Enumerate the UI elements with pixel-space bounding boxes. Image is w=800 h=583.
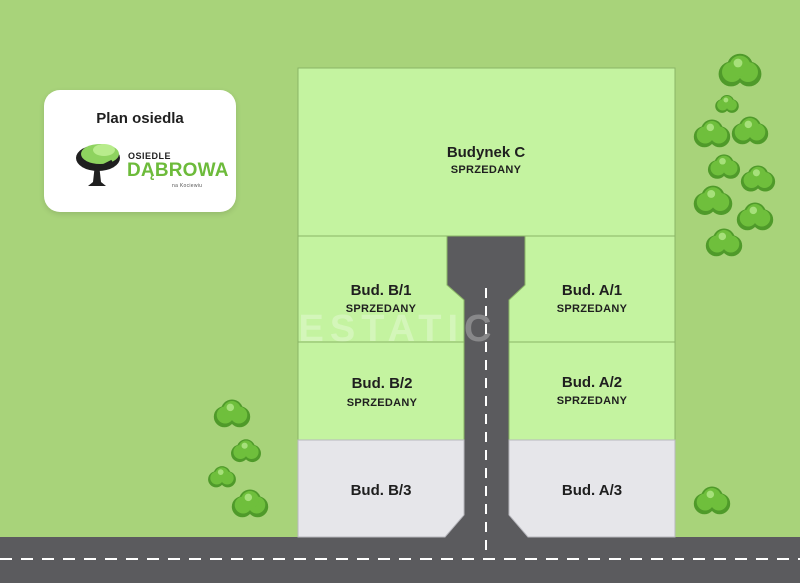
plot-title: Budynek C [447,144,526,161]
plot-status: SPRZEDANY [557,395,628,407]
plot-title: Bud. B/1 [351,282,412,299]
bush-icon [718,53,762,87]
plot-title: Bud. A/2 [562,374,622,391]
plot-shape[interactable] [508,341,676,441]
plot-bud-b2[interactable]: Bud. B/2 SPRZEDANY [297,341,465,441]
plot-bud-a2[interactable]: Bud. A/2 SPRZEDANY [508,341,676,441]
brand-name: DĄBROWA [127,160,229,181]
plot-shape[interactable] [508,439,676,538]
logo-card: Plan osiedla OSIEDLE DĄBROWA na Kociewiu [44,90,236,212]
bush-icon [715,94,739,113]
plot-status: SPRZEDANY [346,303,417,315]
plots: Budynek C SPRZEDANY Bud. B/1 SPRZEDANY B… [297,67,676,538]
bush-icon [231,489,269,518]
brand-small: OSIEDLE [128,151,172,161]
plot-shape[interactable] [297,439,465,538]
bush-icon [231,439,261,463]
plot-bud-a1[interactable]: Bud. A/1 SPRZEDANY [508,235,676,343]
bush-icon [740,165,776,192]
bush-icon [707,154,741,179]
plot-status: SPRZEDANY [347,397,418,409]
plot-bud-b3[interactable]: Bud. B/3 [297,439,465,538]
plot-status: SPRZEDANY [557,303,628,315]
plot-title: Bud. A/3 [562,482,622,499]
plot-budynek-c[interactable]: Budynek C SPRZEDANY [297,67,676,237]
plot-status: SPRZEDANY [451,164,522,176]
bush-icon [731,116,769,145]
bush-icon [693,486,731,515]
brand-sub: na Kociewiu [172,183,203,189]
plot-bud-a3[interactable]: Bud. A/3 [508,439,676,538]
oak-tree-icon [76,144,120,186]
bush-icon [736,202,774,231]
bush-icon [693,185,733,215]
bush-icon [693,119,731,148]
bushes [208,53,776,518]
plot-title: Bud. B/3 [351,482,412,499]
card-title: Plan osiedla [96,110,184,127]
plot-title: Bud. A/1 [562,282,622,299]
watermark: ESTATIC [298,308,498,350]
bush-icon [213,399,251,428]
plot-title: Bud. B/2 [352,375,413,392]
bush-icon [705,228,743,257]
plot-shape[interactable] [297,67,676,237]
road-network [0,236,800,583]
bush-icon [208,466,236,488]
